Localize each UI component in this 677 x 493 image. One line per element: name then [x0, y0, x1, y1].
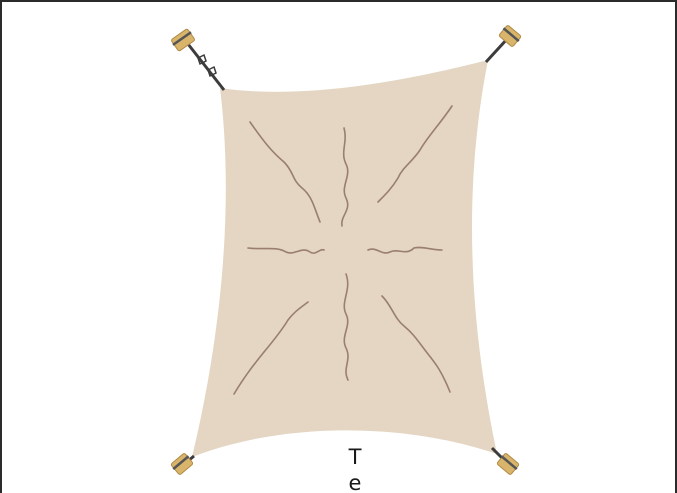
cable-top-right: [486, 38, 508, 62]
anchor-bottom-left: [170, 452, 194, 476]
anchor-bottom-right: [492, 448, 520, 476]
anchor-block-bottom-left: [171, 453, 194, 475]
shade-sail-fabric: [192, 60, 497, 457]
cable-top-left: [188, 44, 224, 90]
anchor-top-right: [486, 24, 522, 62]
truncated-caption-line2: e: [349, 471, 362, 493]
truncated-caption-line1: T: [349, 445, 362, 469]
anchor-top-left: [170, 28, 224, 90]
truncated-caption: T e: [345, 444, 365, 493]
